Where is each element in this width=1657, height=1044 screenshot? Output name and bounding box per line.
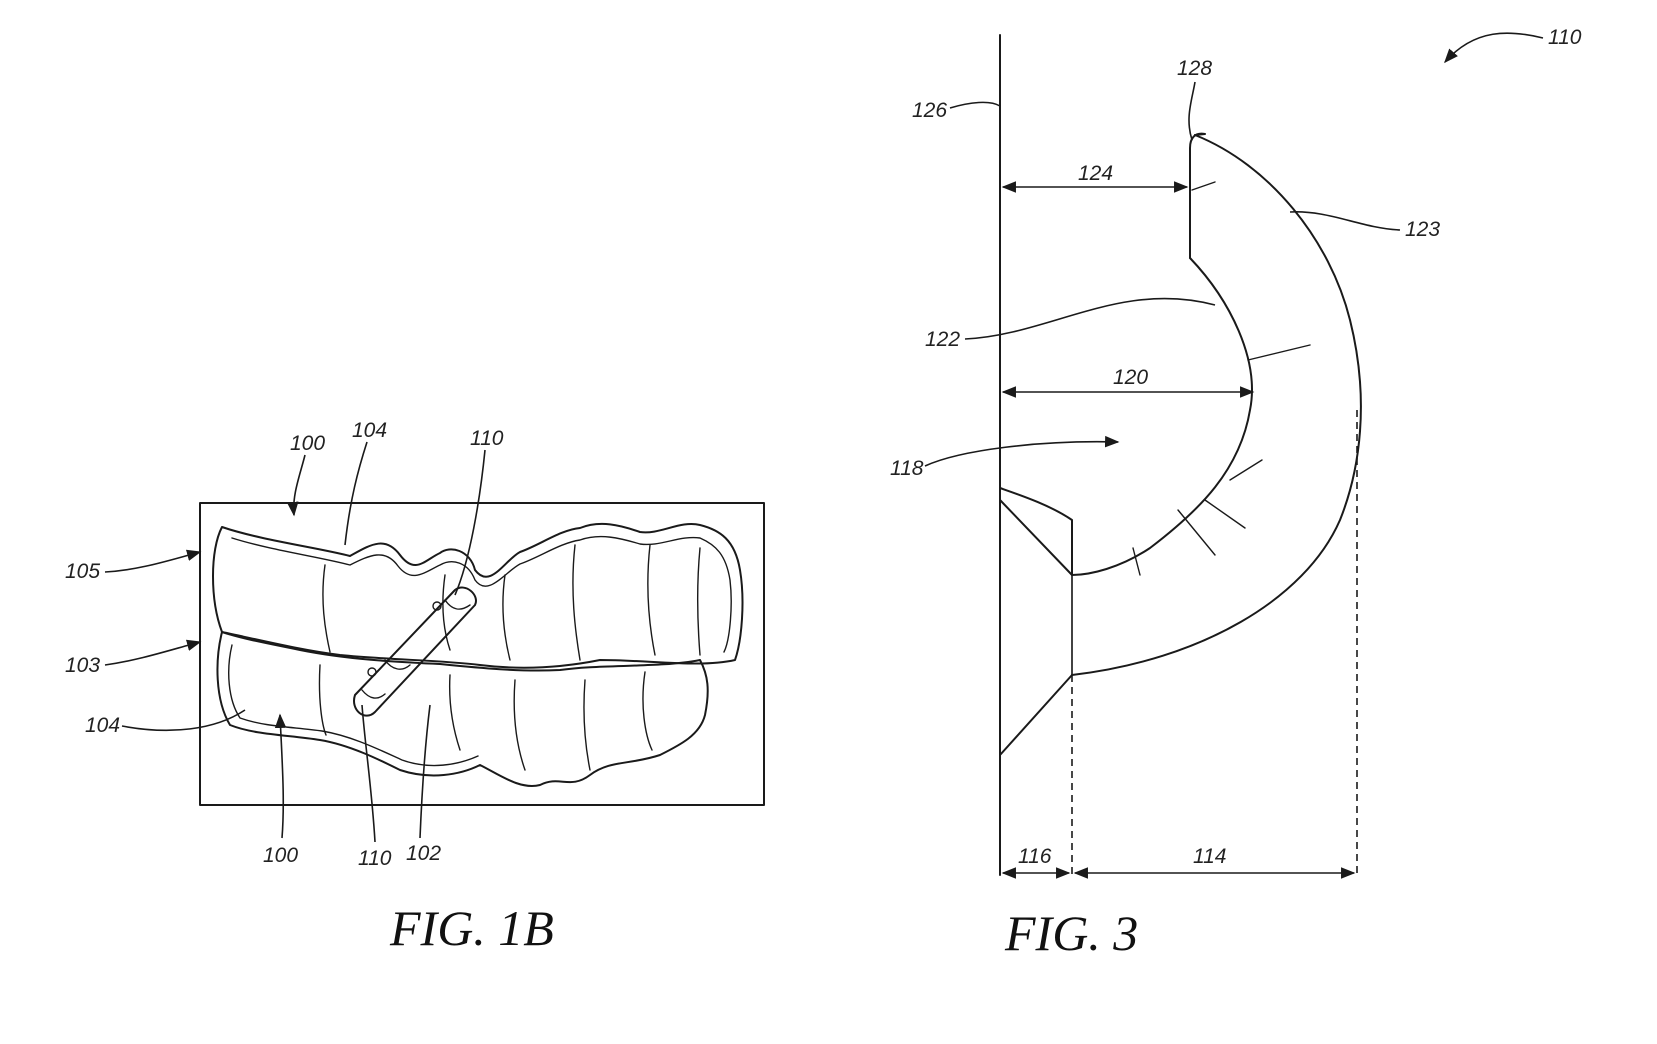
hook-outer-curve: [1072, 135, 1361, 675]
caption-fig-1b: FIG. 1B: [389, 900, 554, 956]
leader-100-bottom: [280, 715, 283, 838]
lower-tray-outline: [217, 632, 707, 786]
leader-118: [925, 442, 1118, 466]
leader-110-top: [455, 450, 485, 595]
figure-3: 110 128 126 124 123 122 120 118 116 114 …: [890, 26, 1582, 961]
ref-102: 102: [406, 842, 441, 865]
leader-110: [1445, 33, 1543, 62]
ref-124: 124: [1078, 162, 1113, 185]
appliance-device: [354, 588, 476, 716]
leader-104-left: [122, 710, 245, 730]
leader-102: [420, 705, 430, 838]
hook-segment-lines: [1072, 345, 1310, 675]
tip-segment-line: [1192, 182, 1215, 190]
ref-105: 105: [65, 560, 100, 583]
ref-128: 128: [1177, 57, 1212, 80]
ref-100-top: 100: [290, 432, 325, 455]
upper-tray-inner: [232, 537, 731, 652]
ref-104-left: 104: [85, 714, 120, 737]
ref-114: 114: [1193, 845, 1226, 868]
hook-inner-curve: [1072, 258, 1252, 575]
leader-126: [950, 102, 1000, 108]
ref-104-top: 104: [352, 419, 387, 442]
ref-116: 116: [1018, 845, 1052, 868]
ref-123: 123: [1405, 218, 1440, 241]
figure-1b-frame: [200, 503, 764, 805]
leader-103: [105, 642, 200, 665]
leader-128: [1189, 82, 1195, 140]
hook-base: [1000, 488, 1072, 575]
caption-fig-3: FIG. 3: [1004, 905, 1138, 961]
ref-110: 110: [1548, 26, 1582, 49]
leader-100-top: [294, 455, 305, 515]
hook-base-lower: [1000, 675, 1072, 755]
upper-teeth: [323, 545, 700, 660]
ref-118: 118: [890, 457, 924, 480]
leader-110-bottom: [362, 705, 375, 842]
ref-103: 103: [65, 654, 100, 677]
leader-122: [965, 299, 1215, 339]
figure-1b: 100 104 110 105 103 104 100 110 102 FIG.…: [65, 419, 764, 956]
ref-100-bottom: 100: [263, 844, 298, 867]
ref-110-top: 110: [470, 427, 504, 450]
leader-105: [105, 552, 200, 572]
hook-tip-128: [1190, 134, 1205, 258]
leader-104-top: [345, 442, 367, 545]
ref-110-bottom: 110: [358, 847, 392, 870]
ref-122: 122: [925, 328, 960, 351]
ref-126: 126: [912, 99, 947, 122]
upper-tray-outline: [213, 524, 742, 668]
ref-120: 120: [1113, 366, 1148, 389]
